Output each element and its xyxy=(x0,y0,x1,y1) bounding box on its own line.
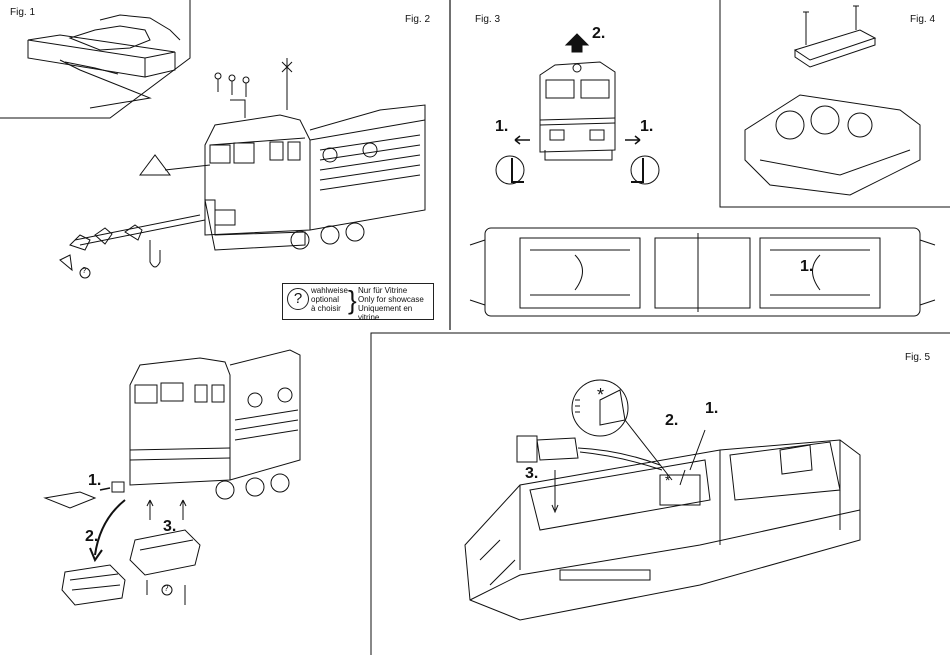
fig5-step-1: 1. xyxy=(705,400,718,418)
lower-left-step-2: 2. xyxy=(85,528,98,546)
fig2-accessories xyxy=(60,155,210,278)
fig5-step-2: 2. xyxy=(665,412,678,430)
optional-symbol: ? xyxy=(287,288,309,310)
legend-left-line1: wahlweise xyxy=(311,286,348,295)
legend-left-line2: optional xyxy=(311,295,348,304)
fig3-underside-view xyxy=(470,228,935,316)
fig3-front-view xyxy=(496,62,659,184)
fig3-step-2: 2. xyxy=(592,25,605,43)
lower-left-optional-mark: ? xyxy=(164,584,168,593)
fig1-illustration xyxy=(28,15,180,108)
legend-brace: } xyxy=(348,287,357,313)
lower-left-cowcatchers xyxy=(62,500,200,605)
legend-left-line3: à choisir xyxy=(311,304,348,313)
fig5-asterisk-callout: * xyxy=(597,385,604,406)
fig2-optional-mark: ? xyxy=(82,266,86,275)
legend-right-line1: Nur für Vitrine xyxy=(358,286,433,295)
fig1-frame xyxy=(0,0,190,118)
fig3-step-1-bottom: 1. xyxy=(800,258,813,276)
fig5-decoder-and-plug xyxy=(517,380,705,512)
lower-left-step-3: 3. xyxy=(163,518,176,536)
fig4-frame xyxy=(720,0,950,207)
fig3-arrows xyxy=(515,34,640,144)
fig5-step-3: 3. xyxy=(525,465,538,483)
fig4-chassis xyxy=(745,6,920,195)
legend-right-line3: Uniquement en vitrine xyxy=(358,304,433,322)
fig3-step-1-right: 1. xyxy=(640,118,653,136)
legend-right-line2: Only for showcase xyxy=(358,295,433,304)
fig2-locomotive xyxy=(205,58,425,250)
lower-left-step-1: 1. xyxy=(88,472,101,490)
fig5-asterisk-connector: * xyxy=(665,472,670,488)
legend-box: ? wahlweise optional à choisir } Nur für… xyxy=(282,283,434,320)
fig3-step-1-left: 1. xyxy=(495,118,508,136)
lower-left-locomotive xyxy=(45,350,300,508)
